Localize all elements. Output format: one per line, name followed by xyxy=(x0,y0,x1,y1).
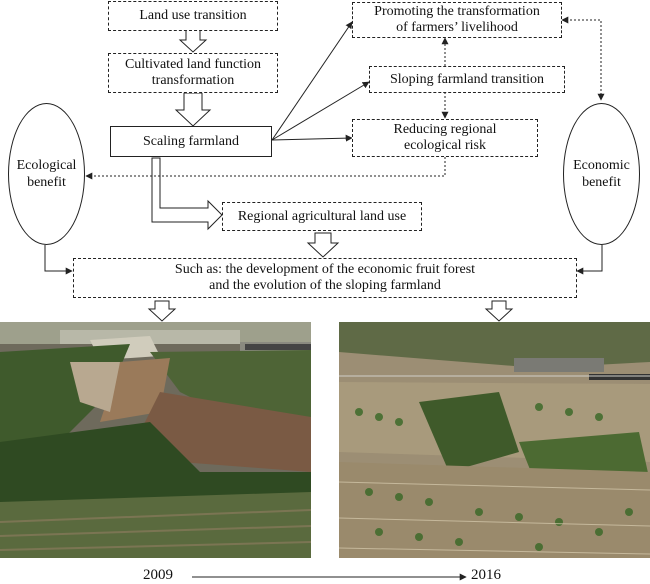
economic-label-line2: benefit xyxy=(582,175,621,190)
block-arrow-down-2 xyxy=(174,92,212,127)
reducing-label-line2: ecological risk xyxy=(403,138,487,153)
block-arrow-down-1 xyxy=(178,29,208,53)
sloping-farmland-transition-box: Sloping farmland transition xyxy=(369,66,565,93)
scaling-farmland-box: Scaling farmland xyxy=(110,126,272,157)
cultivated-label-line1: Cultivated land function xyxy=(124,57,262,72)
land-use-transition-label: Land use transition xyxy=(139,8,247,23)
block-arrow-down-left xyxy=(147,300,177,322)
block-arrow-down-3 xyxy=(306,232,340,258)
reducing-label-line1: Reducing regional xyxy=(393,122,497,137)
ecological-label-line2: benefit xyxy=(27,175,66,190)
such-as-line1: Such as: the development of the economic… xyxy=(174,262,476,277)
such-as-line2: and the evolution of the sloping farmlan… xyxy=(209,278,441,293)
economic-benefit-ellipse: Economic benefit xyxy=(563,103,640,245)
photo-2016 xyxy=(339,322,650,558)
sloping-farmland-transition-label: Sloping farmland transition xyxy=(390,71,544,87)
hillside-2009-image xyxy=(0,322,311,558)
block-arrow-down-right xyxy=(484,300,514,322)
scaling-farmland-label: Scaling farmland xyxy=(142,133,240,149)
cultivated-label-line2: transformation xyxy=(151,73,235,88)
reducing-ecological-risk-box: Reducing regional ecological risk xyxy=(352,119,538,157)
year-end-label: 2016 xyxy=(471,567,501,583)
such-as-box: Such as: the development of the economic… xyxy=(73,258,577,298)
block-arrow-l-shape xyxy=(151,157,223,231)
hillside-2016-image xyxy=(339,322,650,558)
promoting-label-line1: Promoting the transformation xyxy=(374,4,540,19)
regional-agricultural-land-use-label: Regional agricultural land use xyxy=(237,208,407,224)
promoting-label-line2: of farmers’ livelihood xyxy=(396,20,518,35)
land-use-transition-box: Land use transition xyxy=(108,1,278,31)
year-start-label: 2009 xyxy=(143,567,173,583)
ecological-benefit-ellipse: Ecological benefit xyxy=(8,103,85,245)
ecological-label-line1: Ecological xyxy=(16,158,77,173)
photo-2009 xyxy=(0,322,311,558)
economic-label-line1: Economic xyxy=(573,158,630,173)
cultivated-land-function-box: Cultivated land function transformation xyxy=(108,53,278,93)
promoting-transformation-box: Promoting the transformation of farmers’… xyxy=(352,2,562,38)
regional-agricultural-land-use-box: Regional agricultural land use xyxy=(222,202,422,231)
